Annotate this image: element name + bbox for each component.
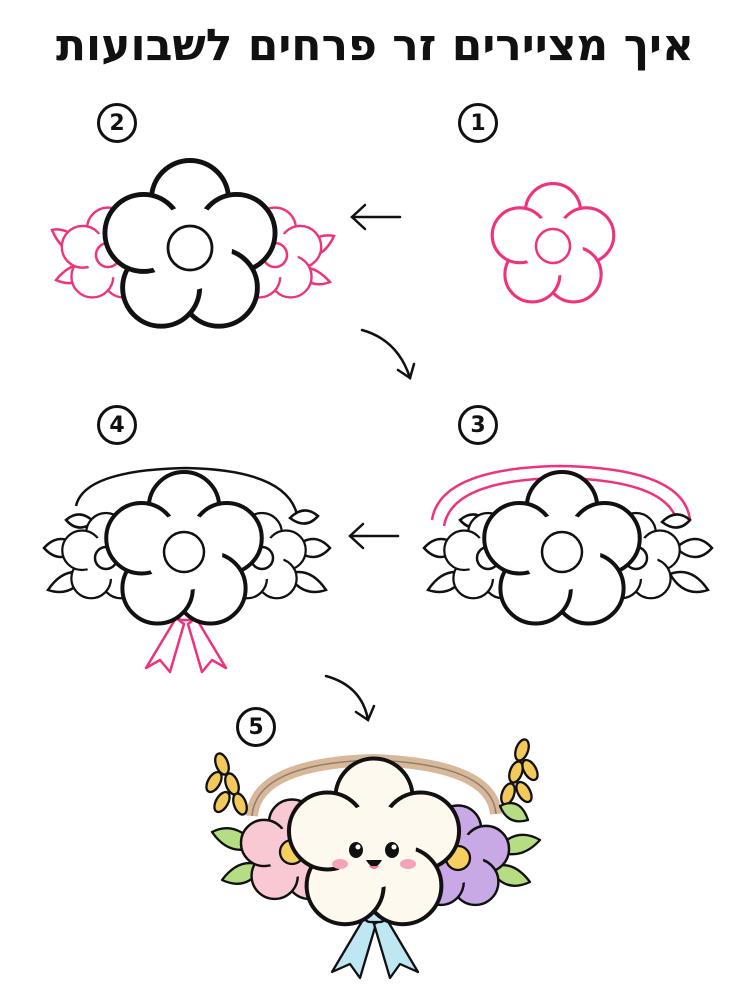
step-2-badge: 2 — [97, 103, 137, 143]
step-2-drawing — [50, 161, 336, 327]
step-3-badge: 3 — [458, 405, 498, 445]
kawaii-face — [332, 842, 416, 869]
curved-arrow-down-icon — [360, 328, 416, 380]
arrow-left-icon — [350, 203, 402, 231]
page-title: איך מציירים זר פרחים לשבועות — [56, 20, 694, 71]
curved-arrow-down-icon — [324, 674, 376, 722]
step-3-drawing — [422, 464, 714, 624]
step-4-drawing — [42, 466, 332, 674]
step-5-drawing — [205, 738, 542, 980]
step-1-badge: 1 — [458, 103, 498, 143]
arrow-left-icon — [348, 522, 400, 550]
step-4-badge: 4 — [97, 405, 137, 445]
step-1-flower — [490, 181, 616, 304]
step-5-badge: 5 — [236, 707, 276, 747]
